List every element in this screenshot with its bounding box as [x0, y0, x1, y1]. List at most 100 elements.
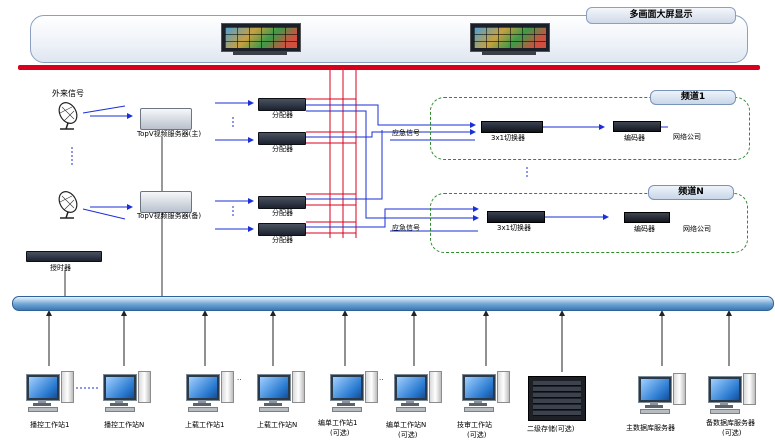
monitor-base — [110, 403, 128, 406]
secondary-storage-device — [528, 376, 586, 421]
keyboard — [640, 409, 670, 414]
switcher-device — [487, 211, 545, 223]
pc-tower — [743, 373, 756, 405]
workstation-monitor — [394, 374, 428, 401]
channel-n-group — [430, 193, 748, 253]
pc-tower — [365, 371, 378, 403]
monitor-base — [645, 405, 663, 408]
keyboard — [710, 409, 740, 414]
distributor-label: 分配器 — [272, 111, 293, 119]
display-wall-frame — [30, 15, 748, 63]
workstation-label: 播控工作站1 — [30, 421, 70, 429]
keyboard — [259, 407, 289, 412]
channel-1-group — [430, 97, 750, 160]
workstation-label: 备数据库服务器 — [706, 419, 755, 427]
workstation-monitor — [638, 376, 672, 403]
monitor-base — [33, 403, 51, 406]
workstation-label: 上载工作站N — [257, 421, 298, 429]
distributor-label: 分配器 — [272, 209, 293, 217]
ellipsis: ·· — [379, 376, 384, 384]
emergency-signal-label: 应急信号 — [392, 129, 420, 137]
keyboard — [28, 407, 58, 412]
switcher-device — [481, 121, 543, 133]
workstation-note: (可选) — [398, 431, 418, 439]
workstation-label: 编单工作站1 — [318, 419, 358, 427]
switcher-label: 3x1切换器 — [491, 134, 526, 142]
workstation-label: 编单工作站N — [386, 421, 427, 429]
encoder-device — [624, 212, 670, 223]
workstation-monitor — [103, 374, 137, 401]
video-server-backup — [140, 191, 192, 213]
keyboard — [188, 407, 218, 412]
monitor-base — [401, 403, 419, 406]
monitor-stand — [650, 402, 658, 406]
workstation-label: 播控工作站N — [104, 421, 145, 429]
workstation-label: 主数据库服务器 — [626, 424, 675, 432]
monitor-stand — [406, 400, 414, 404]
pc-tower — [497, 371, 510, 403]
monitor-base — [193, 403, 211, 406]
workstation-label: 二级存储(可选) — [527, 425, 575, 433]
video-server-main — [140, 108, 192, 130]
workstation-monitor — [186, 374, 220, 401]
workstation-label: 技审工作站 — [457, 421, 492, 429]
satellite-dish-icon — [58, 191, 78, 219]
pc-tower — [221, 371, 234, 403]
workstation-monitor — [257, 374, 291, 401]
pc-tower — [292, 371, 305, 403]
red-distribution-bar — [18, 65, 760, 70]
workstation-note: (可选) — [330, 429, 350, 437]
distributor-device — [258, 223, 306, 236]
switcher-label: 3x1切换器 — [497, 224, 532, 232]
workstation-note: (可选) — [467, 431, 487, 439]
monitor-stand — [38, 400, 46, 404]
workstation-monitor — [26, 374, 60, 401]
distributor-device — [258, 196, 306, 209]
video-server-backup-label: TopV视频服务器(备) — [137, 212, 202, 220]
time-sync-label: 授时器 — [50, 264, 71, 272]
network-company-label: 网络公司 — [673, 133, 701, 141]
keyboard — [464, 407, 494, 412]
pc-tower — [138, 371, 151, 403]
workstation-note: (可选) — [722, 429, 742, 437]
encoder-device — [613, 121, 661, 132]
workstation-monitor — [708, 376, 742, 403]
network-bus — [12, 296, 774, 311]
keyboard — [332, 407, 362, 412]
video-wall-monitor-left — [221, 23, 301, 52]
monitor-stand — [269, 400, 277, 404]
encoder-label: 编码器 — [624, 134, 645, 142]
keyboard — [105, 407, 135, 412]
video-wall-stand-left — [233, 51, 287, 55]
pc-tower — [429, 371, 442, 403]
external-signal-label: 外来信号 — [52, 89, 84, 98]
distributor-label: 分配器 — [272, 145, 293, 153]
monitor-stand — [474, 400, 482, 404]
workstation-label: 上载工作站1 — [185, 421, 225, 429]
workstation-monitor — [462, 374, 496, 401]
workstation-monitor — [330, 374, 364, 401]
encoder-label: 编码器 — [634, 225, 655, 233]
ellipsis: ·· — [237, 376, 242, 384]
monitor-stand — [115, 400, 123, 404]
monitor-stand — [198, 400, 206, 404]
video-wall-stand-right — [482, 51, 536, 55]
monitor-stand — [720, 402, 728, 406]
network-company-label: 网络公司 — [683, 225, 711, 233]
pc-tower — [673, 373, 686, 405]
monitor-base — [337, 403, 355, 406]
channel-n-title: 频道N — [648, 185, 734, 200]
emergency-signal-label: 应急信号 — [392, 224, 420, 232]
pc-tower — [61, 371, 74, 403]
distributor-device — [258, 98, 306, 111]
video-server-main-label: TopV视频服务器(主) — [137, 130, 202, 138]
monitor-base — [264, 403, 282, 406]
display-wall-title: 多画面大屏显示 — [586, 7, 736, 24]
distributor-device — [258, 132, 306, 145]
monitor-base — [715, 405, 733, 408]
video-wall-monitor-right — [470, 23, 550, 52]
keyboard — [396, 407, 426, 412]
satellite-dish-icon — [58, 102, 78, 130]
channel-1-title: 频道1 — [650, 90, 736, 105]
